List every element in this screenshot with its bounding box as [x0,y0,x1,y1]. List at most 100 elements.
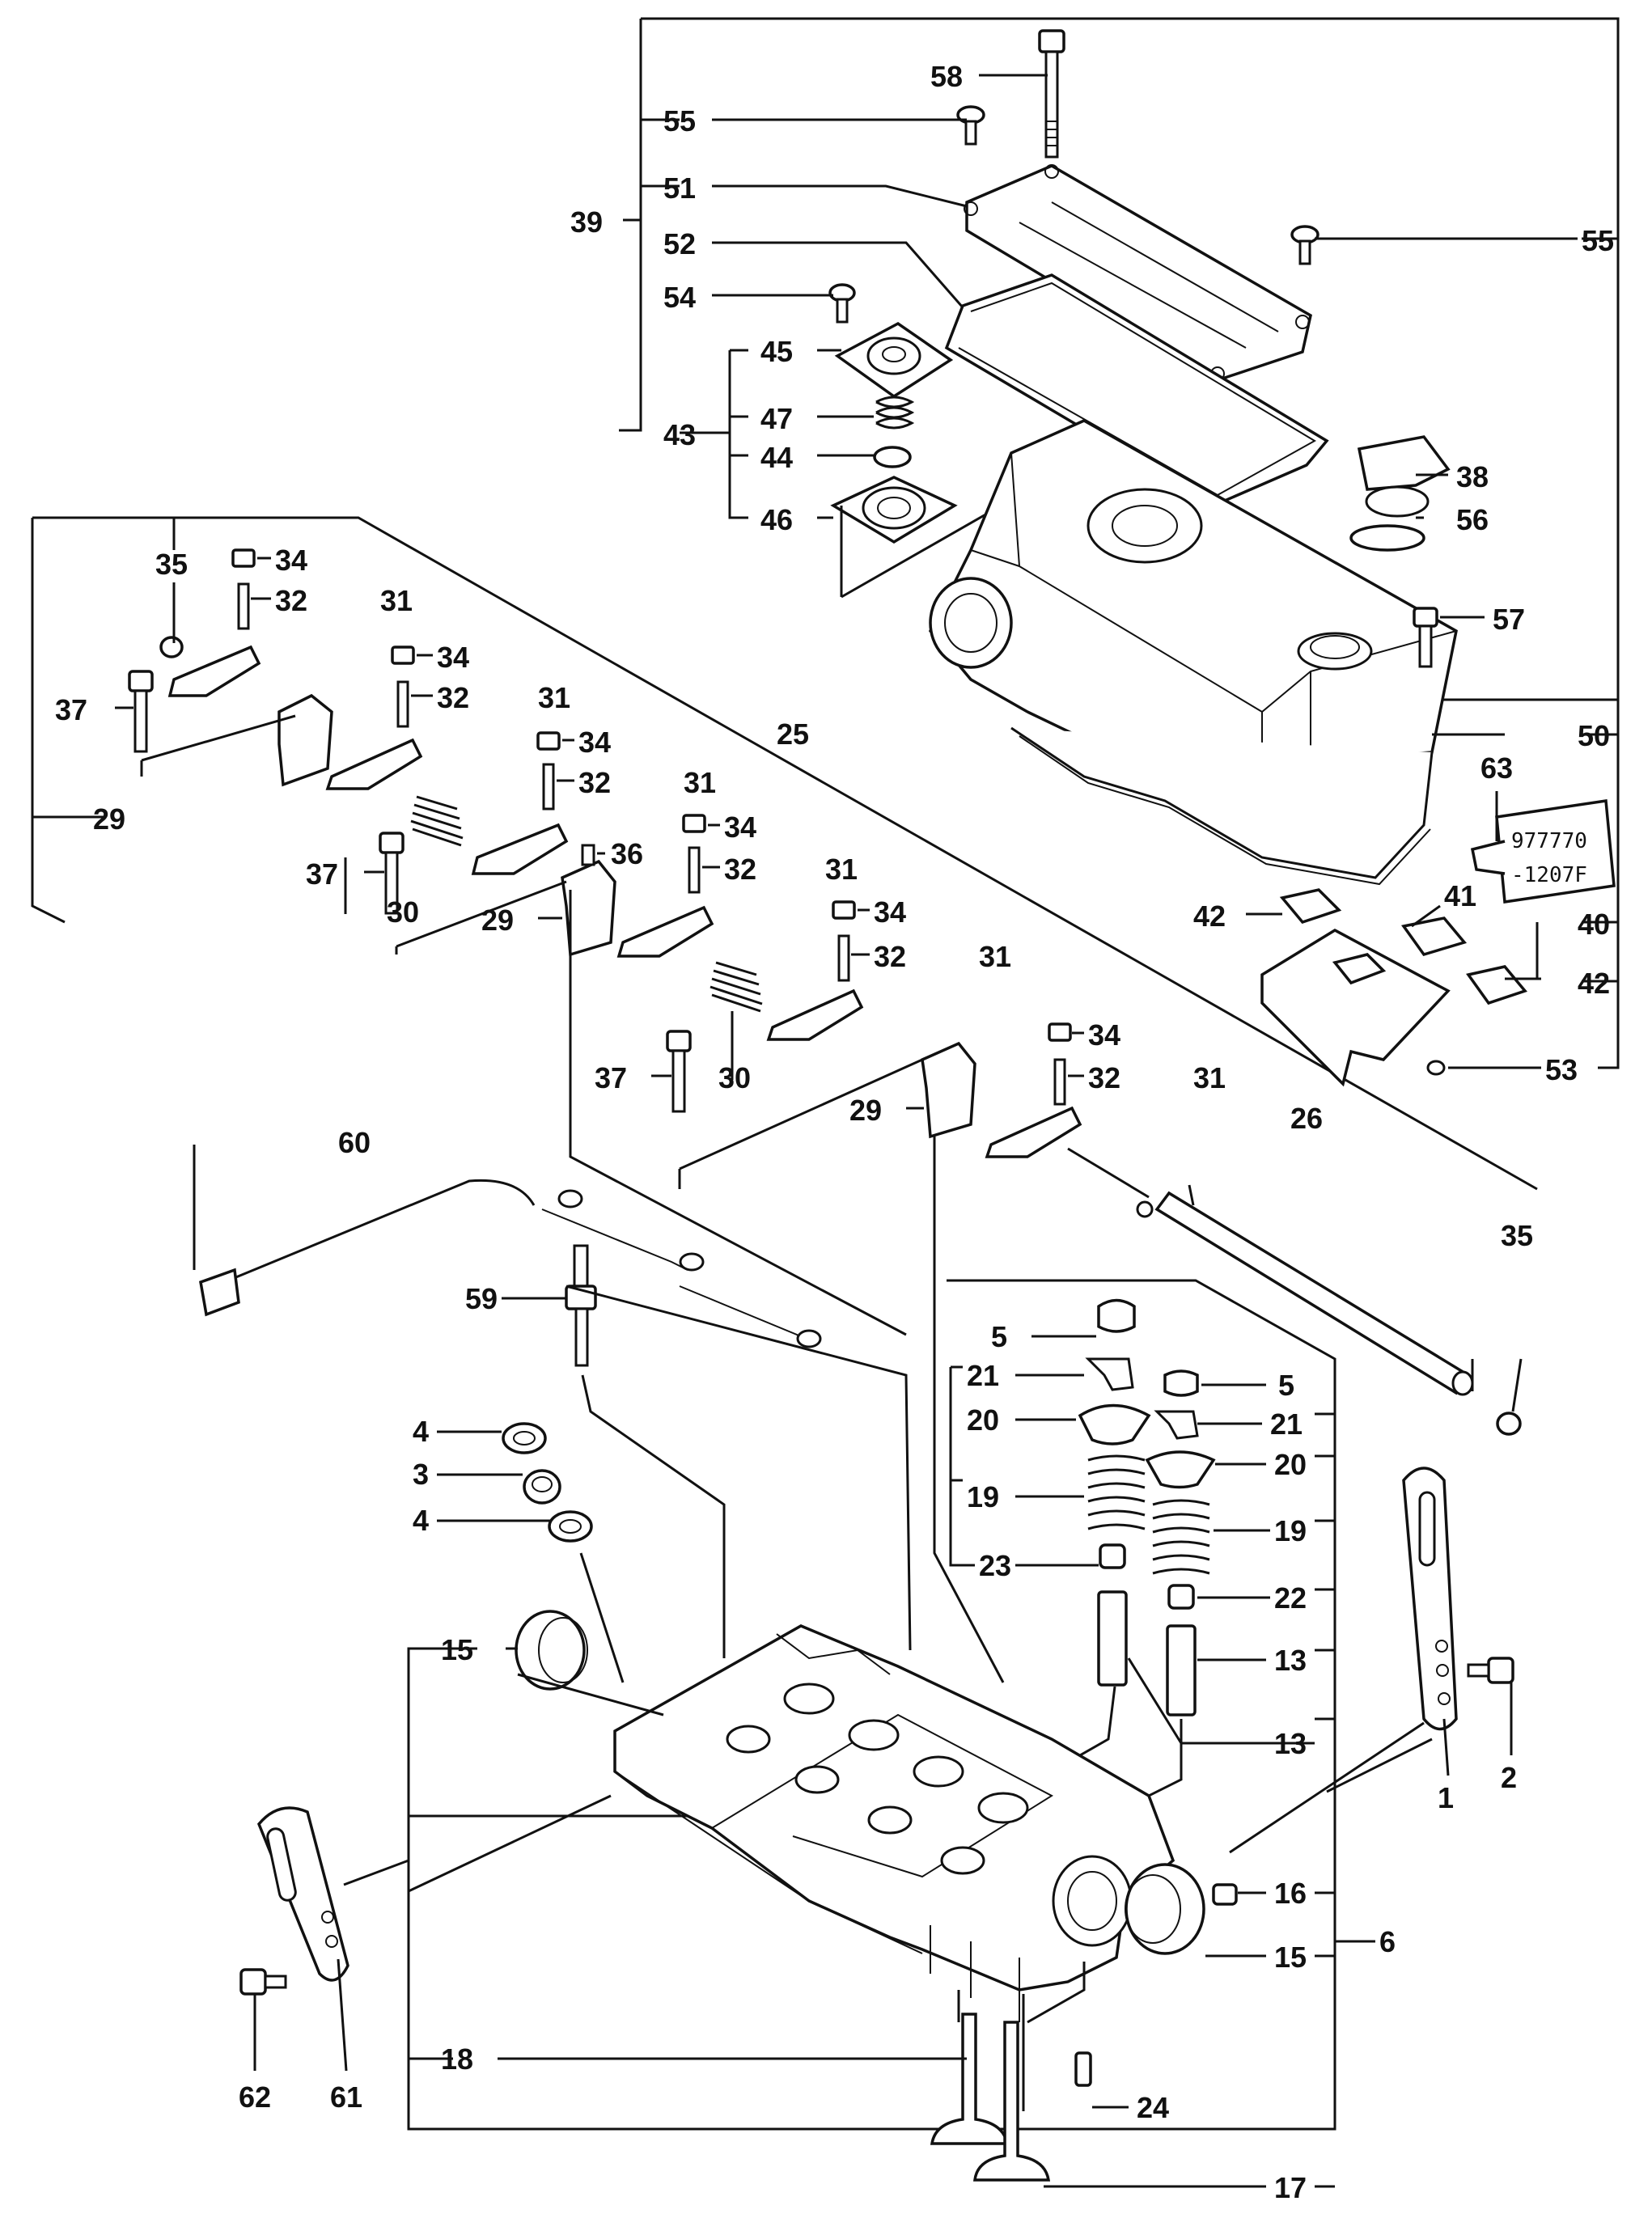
callout-19: 19 [1274,1514,1307,1547]
glow-plug-59 [565,1244,597,1367]
callout-25: 25 [777,717,809,751]
callout-58: 58 [930,60,963,93]
valve-train-parts [1023,1298,1315,1818]
rocker-arms-assembly [128,548,1523,1436]
callout-34: 34 [275,544,307,577]
rocker-cover-body [928,419,1458,886]
callout-29: 29 [481,904,514,937]
gasket-50 [1010,726,1434,879]
callout-32: 32 [874,940,906,973]
callout-50: 50 [1578,719,1610,752]
callout-46: 46 [760,503,793,536]
breather-plate-40 [1260,888,1527,1087]
callout-17: 17 [1274,2171,1307,2204]
callout-6: 6 [1379,1925,1396,1958]
pad-41 [1401,916,1468,957]
callout-35: 35 [1501,1219,1533,1252]
bolt-2 [1467,1657,1514,1684]
cup-plug-15a [515,1610,588,1691]
callout-23: 23 [979,1549,1011,1582]
callout-31: 31 [825,853,858,886]
callout-34: 34 [1088,1018,1120,1052]
callout-4: 4 [413,1415,429,1448]
pad-42b [1466,965,1527,1005]
callout-45: 45 [760,335,793,368]
screw-53 [1426,1060,1446,1076]
bolt-57 [1413,607,1438,668]
bolt-58 [1038,29,1065,159]
callout-32: 32 [1088,1061,1120,1094]
callout-39: 39 [570,205,603,239]
spring-47 [875,396,915,430]
callout-20: 20 [967,1403,999,1437]
seals-left [502,1422,593,1543]
callout-24: 24 [1137,2091,1169,2124]
circlip-35b [1496,1412,1522,1436]
callout-1: 1 [1438,1781,1454,1814]
pad-42a [1279,888,1342,925]
callout-15: 15 [441,1633,473,1666]
callout-32: 32 [724,853,756,886]
callout-2: 2 [1501,1761,1517,1794]
callout-56: 56 [1456,503,1489,536]
callout-30: 30 [718,1061,751,1094]
head-pointer-lines [408,890,1425,2111]
callout-36: 36 [611,837,643,870]
callout-59: 59 [465,1282,498,1315]
callout-3: 3 [413,1458,429,1491]
callout-19: 19 [967,1480,999,1513]
callout-31: 31 [979,940,1011,973]
screw-55b [1290,225,1319,265]
callout-32: 32 [578,766,611,799]
tube-code-line1: 977770 [1511,829,1587,853]
valves [930,2013,1092,2182]
callout-15: 15 [1274,1941,1307,1974]
callout-13: 13 [1274,1644,1307,1677]
plug-16 [1212,1883,1238,1906]
o-ring-56 [1349,524,1425,552]
callout-31: 31 [380,584,413,617]
callout-31: 31 [1193,1061,1226,1094]
callout-34: 34 [578,726,611,759]
callout-18: 18 [441,2042,473,2076]
callout-55: 55 [663,104,696,138]
callout-32: 32 [275,584,307,617]
cylinder-head [613,1624,1175,2022]
callout-61: 61 [330,2080,362,2114]
bracket-1 [1402,1467,1458,1731]
callout-29: 29 [849,1094,882,1127]
callout-37: 37 [306,857,338,891]
callout-41: 41 [1444,879,1476,912]
callout-63: 63 [1480,751,1513,785]
callout-26: 26 [1290,1102,1323,1135]
sealant-tube-63: 977770 -1207F [1470,798,1616,904]
oil-cap-38 [1349,435,1451,552]
callout-30: 30 [387,895,419,929]
tube-code-line2: -1207F [1511,863,1587,887]
callout-38: 38 [1456,460,1489,493]
callout-55: 55 [1582,224,1614,257]
callout-42: 42 [1578,967,1610,1000]
callout-20: 20 [1274,1448,1307,1481]
callout-13: 13 [1274,1727,1307,1760]
callout-34: 34 [437,641,469,674]
callout-43: 43 [663,418,696,451]
callout-51: 51 [663,171,696,205]
callout-44: 44 [760,441,793,474]
callout-21: 21 [967,1359,999,1392]
bolt-62 [239,1968,287,1996]
cup-plug-15b [1125,1863,1205,1955]
pad-center [1332,953,1387,985]
screw-54 [828,283,856,324]
callout-40: 40 [1578,908,1610,941]
screw-55a [956,105,985,146]
callout-37: 37 [55,693,87,726]
callout-leaders [115,74,1578,2188]
callout-37: 37 [595,1061,627,1094]
lifting-brackets [239,1467,1514,2072]
callout-62: 62 [239,2080,271,2114]
pin-24 [1074,2051,1092,2087]
callout-16: 16 [1274,1877,1307,1910]
washer-44 [873,446,912,468]
callout-22: 22 [1274,1581,1307,1615]
